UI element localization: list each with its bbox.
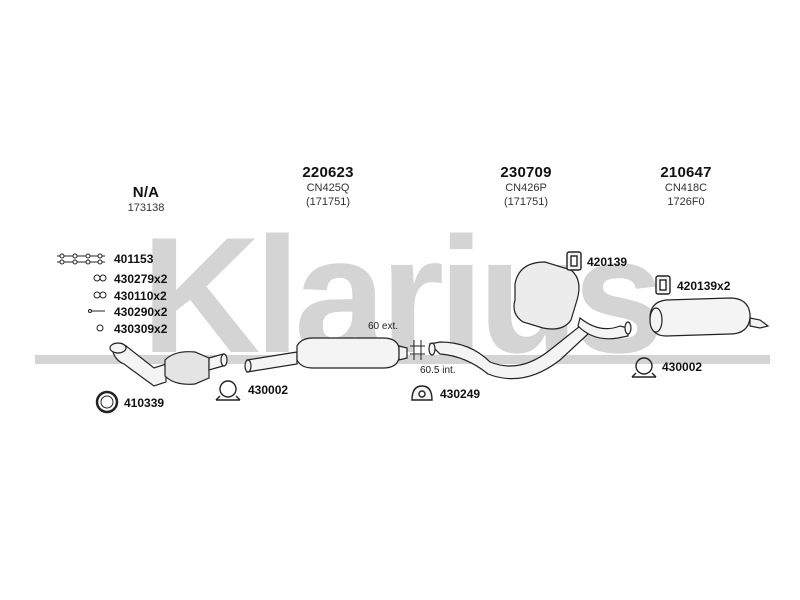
rear-silencer-drawing xyxy=(428,261,632,380)
clamp-430002-right-icon xyxy=(631,357,657,378)
accessory-label: 430110x2 xyxy=(114,289,167,303)
accessory-label: 430290x2 xyxy=(114,305,168,319)
int-note: 60.5 int. xyxy=(420,365,456,376)
clamp-label: 430002 xyxy=(662,360,703,374)
middle-silencer-drawing xyxy=(244,337,408,373)
part-code: 220623 xyxy=(302,164,354,181)
nut-icon xyxy=(93,274,107,282)
column-header-3: 230709 CN426P (171751) xyxy=(466,164,586,209)
hanger-label: 420139x2 xyxy=(677,279,731,293)
part-ref: (171751) xyxy=(305,196,351,208)
accessory-label: 401153 xyxy=(114,252,154,266)
column-header-1: N/A 173138 xyxy=(86,184,206,215)
part-code: 230709 xyxy=(500,164,552,181)
part-ref: 173138 xyxy=(127,202,165,214)
ext-note: 60 ext. xyxy=(368,321,399,332)
ring-410339-icon xyxy=(95,390,119,414)
part-code: N/A xyxy=(132,184,160,201)
clamp-430249-icon xyxy=(411,385,433,401)
end-silencer-drawing xyxy=(649,297,770,337)
column-header-4: 210647 CN418C 1726F0 xyxy=(626,164,746,209)
part-code: 210647 xyxy=(660,164,712,181)
clamp-label: 430002 xyxy=(248,383,289,397)
clamp-label: 430249 xyxy=(440,387,481,401)
bolt-set-icon xyxy=(57,253,105,265)
hanger-420139-icon xyxy=(566,251,582,271)
hanger-420139x2-icon xyxy=(655,275,671,295)
part-ref: CN426P xyxy=(505,182,547,194)
part-ref: (171751) xyxy=(503,196,549,208)
accessory-label: 430309x2 xyxy=(114,322,168,336)
catalytic-converter-drawing xyxy=(109,342,228,387)
washer-icon xyxy=(93,291,107,299)
clamp-430002-left-icon xyxy=(215,380,241,401)
part-ref: CN425Q xyxy=(306,182,350,194)
ring-label: 410339 xyxy=(124,396,165,410)
connection-markers xyxy=(410,340,425,360)
column-header-2: 220623 CN425Q (171751) xyxy=(268,164,388,209)
accessory-label: 430279x2 xyxy=(114,272,168,286)
spring-icon xyxy=(88,309,105,313)
gasket-icon xyxy=(96,324,104,332)
part-ref: CN418C xyxy=(664,182,708,194)
accessory-icons xyxy=(57,253,107,332)
part-ref: 1726F0 xyxy=(667,196,705,208)
hanger-label: 420139 xyxy=(587,255,628,269)
